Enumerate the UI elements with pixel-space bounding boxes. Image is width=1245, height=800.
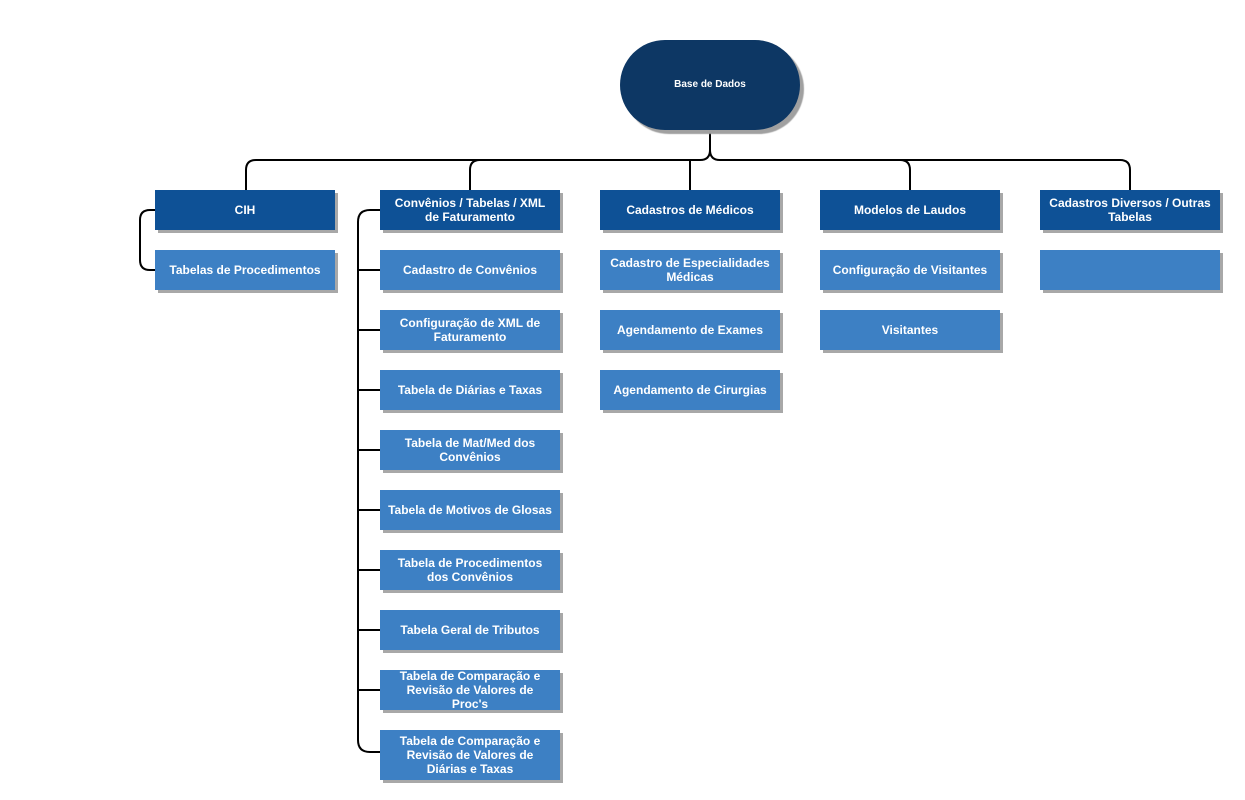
- item-agendamento-cirurgias[interactable]: Agendamento de Cirurgias: [600, 370, 780, 410]
- category-convenios[interactable]: Convênios / Tabelas / XML de Faturamento: [380, 190, 560, 230]
- item-tabela-matmed[interactable]: Tabela de Mat/Med dos Convênios: [380, 430, 560, 470]
- bus-drop-4: [899, 159, 911, 190]
- convenios-bracket: [357, 209, 380, 753]
- item-configuracao-xml[interactable]: Configuração de XML de Faturamento: [380, 310, 560, 350]
- item-visitantes[interactable]: Visitantes: [820, 310, 1000, 350]
- bus-drop-2: [469, 159, 481, 190]
- category-cadastros-diversos[interactable]: Cadastros Diversos / Outras Tabelas: [1040, 190, 1220, 230]
- item-configuracao-visitantes[interactable]: Configuração de Visitantes: [820, 250, 1000, 290]
- item-empty[interactable]: [1040, 250, 1220, 290]
- category-cadastros-medicos[interactable]: Cadastros de Médicos: [600, 190, 780, 230]
- item-cadastro-convenios[interactable]: Cadastro de Convênios: [380, 250, 560, 290]
- item-tabela-comparacao-diarias[interactable]: Tabela de Comparação e Revisão de Valore…: [380, 730, 560, 780]
- item-cadastro-especialidades[interactable]: Cadastro de Especialidades Médicas: [600, 250, 780, 290]
- cih-bracket: [139, 209, 155, 271]
- root-node-base-de-dados[interactable]: Base de Dados: [620, 40, 800, 130]
- item-tabela-procedimentos-convenios[interactable]: Tabela de Procedimentos dos Convênios: [380, 550, 560, 590]
- category-cih[interactable]: CIH: [155, 190, 335, 230]
- root-connector-right: [709, 149, 1131, 190]
- item-tabela-geral-tributos[interactable]: Tabela Geral de Tributos: [380, 610, 560, 650]
- item-tabela-motivos-glosas[interactable]: Tabela de Motivos de Glosas: [380, 490, 560, 530]
- item-tabela-comparacao-procs[interactable]: Tabela de Comparação e Revisão de Valore…: [380, 669, 560, 711]
- category-modelos-laudos[interactable]: Modelos de Laudos: [820, 190, 1000, 230]
- item-tabelas-procedimentos[interactable]: Tabelas de Procedimentos: [155, 250, 335, 290]
- item-agendamento-exames[interactable]: Agendamento de Exames: [600, 310, 780, 350]
- item-tabela-diarias-taxas[interactable]: Tabela de Diárias e Taxas: [380, 370, 560, 410]
